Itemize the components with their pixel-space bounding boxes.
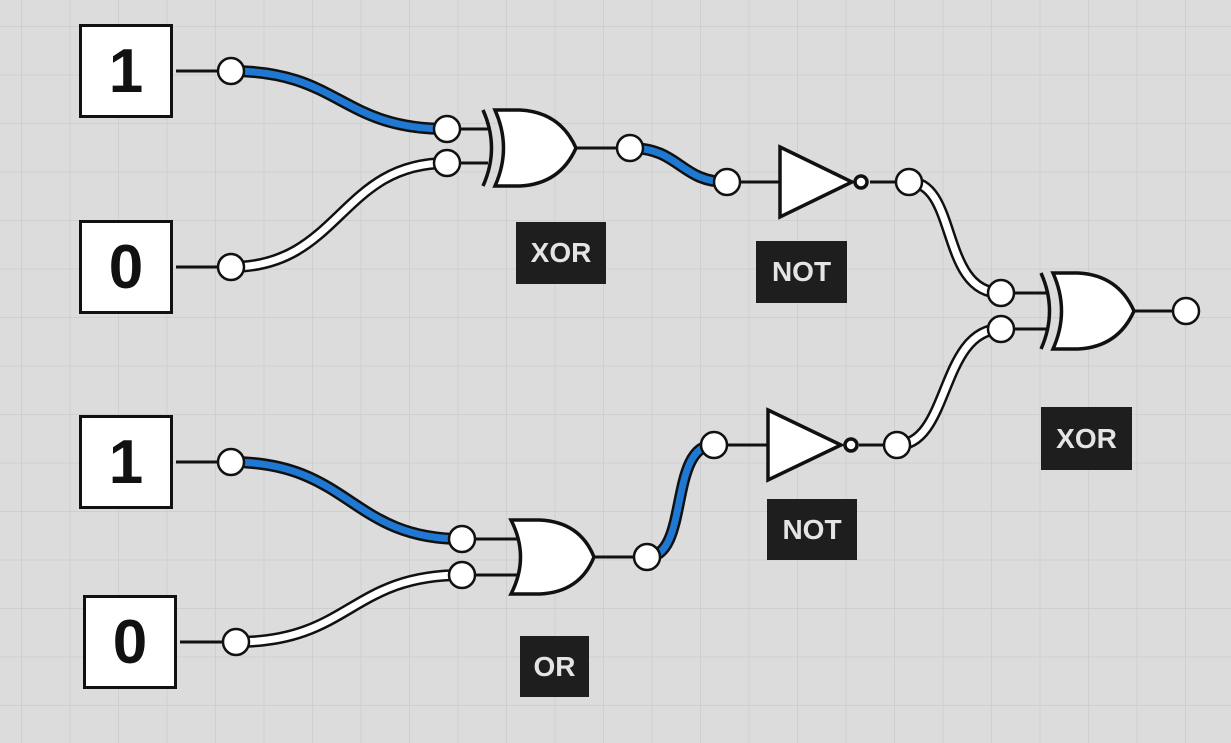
node-input-3[interactable]	[216, 447, 246, 477]
node-input-4[interactable]	[221, 627, 251, 657]
gate-label-not-1: NOT	[756, 241, 847, 303]
node-xor1-in-b[interactable]	[432, 148, 462, 178]
node-not2-in[interactable]	[699, 430, 729, 460]
not-gate-2[interactable]	[766, 407, 859, 483]
gate-label-not-2: NOT	[767, 499, 857, 560]
xor-gate-2[interactable]	[1039, 271, 1136, 351]
input-toggle-1[interactable]: 1	[79, 24, 173, 118]
wire-4[interactable]	[903, 176, 1007, 299]
node-or-out[interactable]	[632, 542, 662, 572]
input-toggle-2[interactable]: 0	[79, 220, 173, 314]
node-output[interactable]	[1171, 296, 1201, 326]
node-input-2[interactable]	[216, 252, 246, 282]
node-xor1-out[interactable]	[615, 133, 645, 163]
node-xor2-in-b[interactable]	[986, 314, 1016, 344]
node-not1-in[interactable]	[712, 167, 742, 197]
gate-label-xor-2: XOR	[1041, 407, 1132, 470]
node-input-1[interactable]	[216, 56, 246, 86]
node-or-in-b[interactable]	[447, 560, 477, 590]
node-not2-out[interactable]	[882, 430, 912, 460]
not-gate-1[interactable]	[778, 144, 869, 220]
node-xor1-in-a[interactable]	[432, 114, 462, 144]
input-toggle-3[interactable]: 1	[79, 415, 173, 509]
or-gate[interactable]	[508, 518, 596, 596]
gate-label-xor-1: XOR	[516, 222, 606, 284]
node-or-in-a[interactable]	[447, 524, 477, 554]
input-toggle-4[interactable]: 0	[83, 595, 177, 689]
node-xor2-in-a[interactable]	[986, 278, 1016, 308]
node-not1-out[interactable]	[894, 167, 924, 197]
gate-label-or: OR	[520, 636, 589, 697]
xor-gate-1[interactable]	[481, 108, 578, 188]
